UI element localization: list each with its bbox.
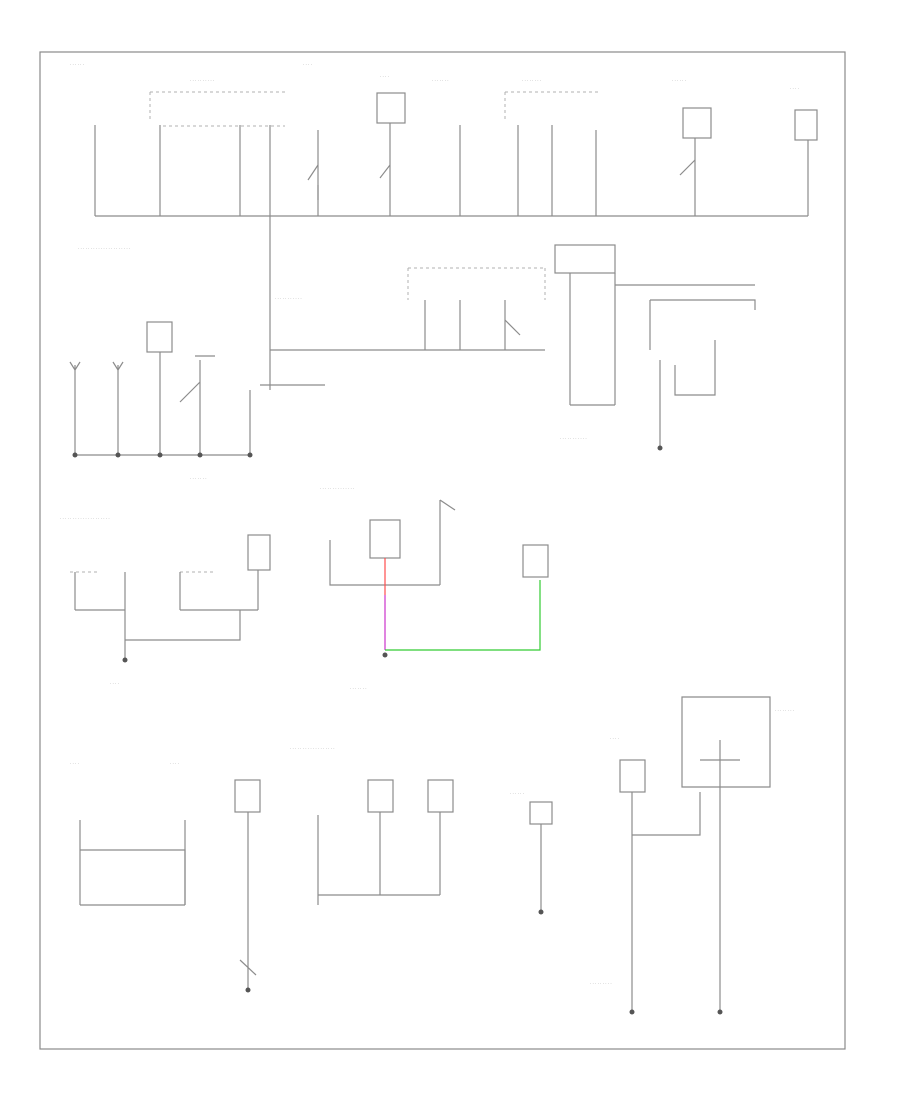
ground-point [122, 657, 128, 663]
svg-text:· · · · · · · ·: · · · · · · · · [775, 708, 794, 713]
svg-text:· · · · · · · · · · ·: · · · · · · · · · · · [560, 436, 587, 441]
component-box [619, 759, 646, 793]
bottom-section: · · · · · · · · · · · · · · · · · · · · … [70, 696, 794, 1015]
component-box [367, 779, 394, 813]
center-section: · · · · · · · · · · · · · · · · · · · · … [60, 486, 549, 691]
ground-point [72, 452, 78, 458]
top-section: · · · · · · · · · · · · · · · · · · · · … [70, 62, 818, 217]
ground-point [197, 452, 203, 458]
svg-text:· · · · · · · · · · ·: · · · · · · · · · · · [275, 296, 302, 301]
ground-point [157, 452, 163, 458]
svg-text:· · · · · ·: · · · · · · [510, 791, 524, 796]
component-box [522, 544, 549, 578]
ground-point [657, 445, 663, 451]
component-box [146, 321, 173, 353]
component-box [682, 107, 712, 139]
component-box [369, 519, 401, 559]
svg-text:· · · ·: · · · · [790, 86, 799, 91]
ground-point [247, 452, 253, 458]
component-box [234, 779, 261, 813]
ground-point [245, 987, 251, 993]
svg-text:· · · · · · ·: · · · · · · · [350, 686, 367, 691]
svg-text:· · · · · · · · · · · · · · ·: · · · · · · · · · · · · · · · · · · · · [60, 516, 110, 521]
ground-point [538, 909, 544, 915]
middle-section: · · · · · · · · · · · · · · · · · · · · … [69, 216, 756, 481]
svg-text:· · · ·: · · · · [610, 736, 619, 741]
component-box [247, 534, 271, 571]
ground-point [382, 652, 388, 658]
svg-text:· · · · · · · ·: · · · · · · · · [522, 78, 541, 83]
svg-text:· · · · · · · · ·: · · · · · · · · · [590, 981, 612, 986]
connector-box [529, 801, 553, 825]
ground-point [629, 1009, 635, 1015]
component-box [794, 109, 818, 141]
ground-point [115, 452, 121, 458]
green-wire [385, 580, 541, 651]
svg-text:· · · · · · ·: · · · · · · · [190, 476, 207, 481]
svg-text:· · · ·: · · · · [110, 681, 119, 686]
svg-text:· · · · · · ·: · · · · · · · [432, 78, 449, 83]
svg-text:· · · ·: · · · · [303, 62, 312, 67]
svg-text:· · · · · · · · · · · · · · ·: · · · · · · · · · · · · · · · · · · · · … [78, 246, 130, 251]
svg-text:· · · · · · · · · · · · · ·: · · · · · · · · · · · · · · [320, 486, 354, 491]
component-box [427, 779, 454, 813]
diagram-border [39, 51, 846, 1050]
svg-text:· · · ·: · · · · [380, 74, 389, 79]
component-box [376, 92, 406, 124]
svg-text:· · · · · · · · · ·: · · · · · · · · · · [190, 78, 214, 83]
svg-text:· · · · · ·: · · · · · · [70, 62, 84, 67]
svg-text:· · · ·: · · · · [170, 761, 179, 766]
svg-text:· · · · · · · · · · · · · · ·: · · · · · · · · · · · · · · · · · · [290, 746, 335, 751]
svg-text:· · · · · ·: · · · · · · [672, 78, 686, 83]
connector-box [554, 244, 616, 274]
svg-text:· · · ·: · · · · [70, 761, 79, 766]
ground-point [717, 1009, 723, 1015]
